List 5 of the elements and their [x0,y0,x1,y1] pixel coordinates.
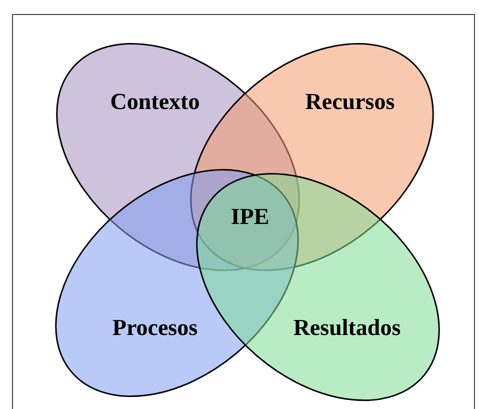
set-label: Contexto [110,89,200,115]
set-label: Procesos [112,315,198,341]
set-label: Resultados [293,315,401,341]
set-label: Recursos [305,89,395,115]
overlap-label: IPE [230,204,270,230]
